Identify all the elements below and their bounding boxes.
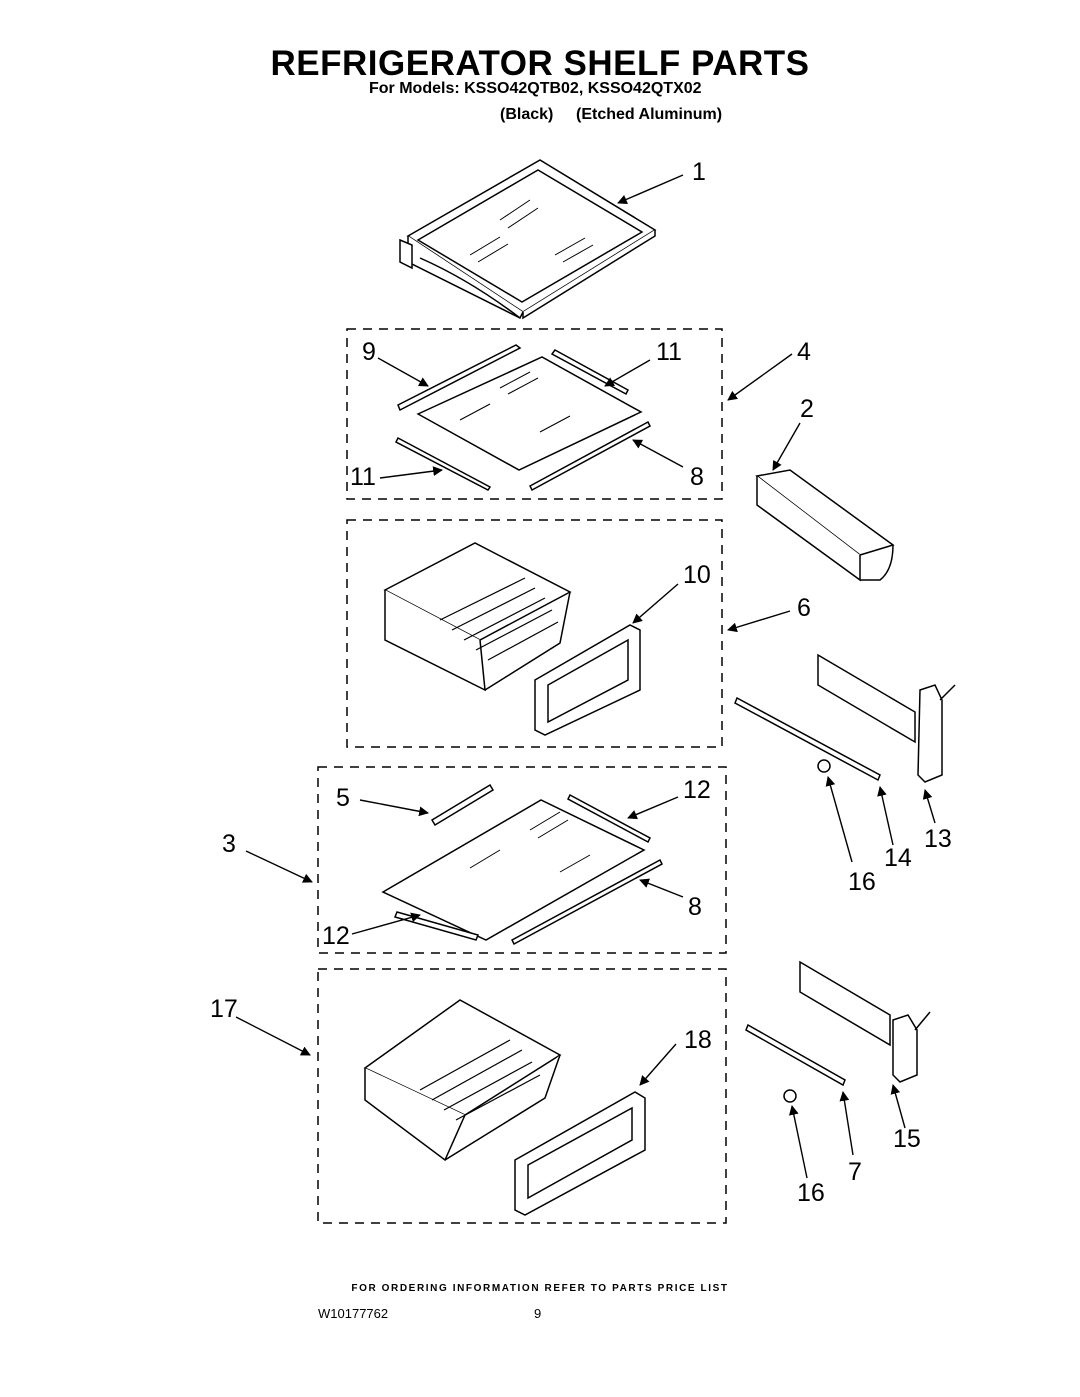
leader-4 — [727, 353, 793, 401]
callout-16-bottom: 16 — [797, 1179, 825, 1207]
page-title: REFRIGERATOR SHELF PARTS — [270, 44, 810, 83]
callout-4: 4 — [797, 338, 811, 366]
slide-rail-bottom-drawing — [745, 960, 931, 1103]
crisper-drawer-bottom-drawing — [363, 999, 646, 1216]
finish-black-label: (Black) — [500, 106, 554, 123]
leader-13 — [922, 789, 936, 824]
callout-9: 9 — [362, 338, 376, 366]
shelf-assembly-drawing — [399, 159, 657, 320]
leader-11-top — [604, 359, 651, 387]
crisper-drawer-top-drawing — [383, 542, 641, 736]
leader-1 — [617, 174, 684, 205]
callout-2: 2 — [800, 395, 814, 423]
callout-6: 6 — [797, 594, 811, 622]
models-line: For Models: KSSO42QTB02, KSSO42QTX02 — [369, 80, 702, 97]
callout-10: 10 — [683, 561, 711, 589]
leader-7 — [839, 1091, 854, 1156]
callout-5: 5 — [336, 784, 350, 812]
group-box-crisper-top — [346, 519, 723, 748]
shelf-glass-bottom-drawing — [381, 783, 663, 946]
callout-11-left: 11 — [350, 463, 376, 491]
leader-3 — [245, 850, 313, 883]
leader-9 — [377, 357, 429, 387]
leader-16-bottom — [789, 1105, 808, 1179]
callout-1: 1 — [692, 158, 706, 186]
leader-18 — [639, 1043, 677, 1086]
leader-16-top — [825, 776, 853, 863]
callout-12-left: 12 — [322, 922, 350, 950]
document-number: W10177762 — [318, 1306, 389, 1321]
crisper-cover-support-drawing — [755, 469, 895, 582]
group-box-shelf-glass-bottom — [317, 766, 727, 954]
leader-12-left — [351, 912, 421, 935]
leader-11-left — [379, 466, 443, 479]
callout-17: 17 — [210, 995, 238, 1023]
callout-7: 7 — [848, 1158, 862, 1186]
leader-6 — [727, 610, 791, 633]
callout-18: 18 — [684, 1026, 712, 1054]
callout-14: 14 — [884, 844, 912, 872]
leader-10 — [632, 583, 679, 624]
shelf-glass-top-drawing — [394, 344, 651, 492]
leader-12-top — [627, 796, 679, 820]
callout-11-top: 11 — [656, 338, 682, 366]
ordering-note: FOR ORDERING INFORMATION REFER TO PARTS … — [351, 1283, 729, 1294]
leader-17 — [235, 1016, 311, 1056]
callout-13: 13 — [924, 825, 952, 853]
slide-rail-top-drawing — [734, 653, 956, 783]
leader-2 — [772, 422, 801, 471]
page-number: 9 — [534, 1306, 542, 1321]
callout-12-top: 12 — [683, 776, 711, 804]
finish-aluminum-label: (Etched Aluminum) — [576, 106, 723, 123]
group-box-crisper-bottom — [317, 968, 727, 1224]
leader-8-top — [632, 439, 684, 468]
leader-5 — [359, 799, 429, 817]
leader-8-bottom — [639, 878, 684, 898]
callout-8-top: 8 — [690, 463, 704, 491]
callout-3: 3 — [222, 830, 236, 858]
leader-15 — [890, 1084, 906, 1129]
callout-8-bottom: 8 — [688, 893, 702, 921]
callout-16-top: 16 — [848, 868, 876, 896]
leader-14 — [877, 786, 894, 846]
callout-15: 15 — [893, 1125, 921, 1153]
